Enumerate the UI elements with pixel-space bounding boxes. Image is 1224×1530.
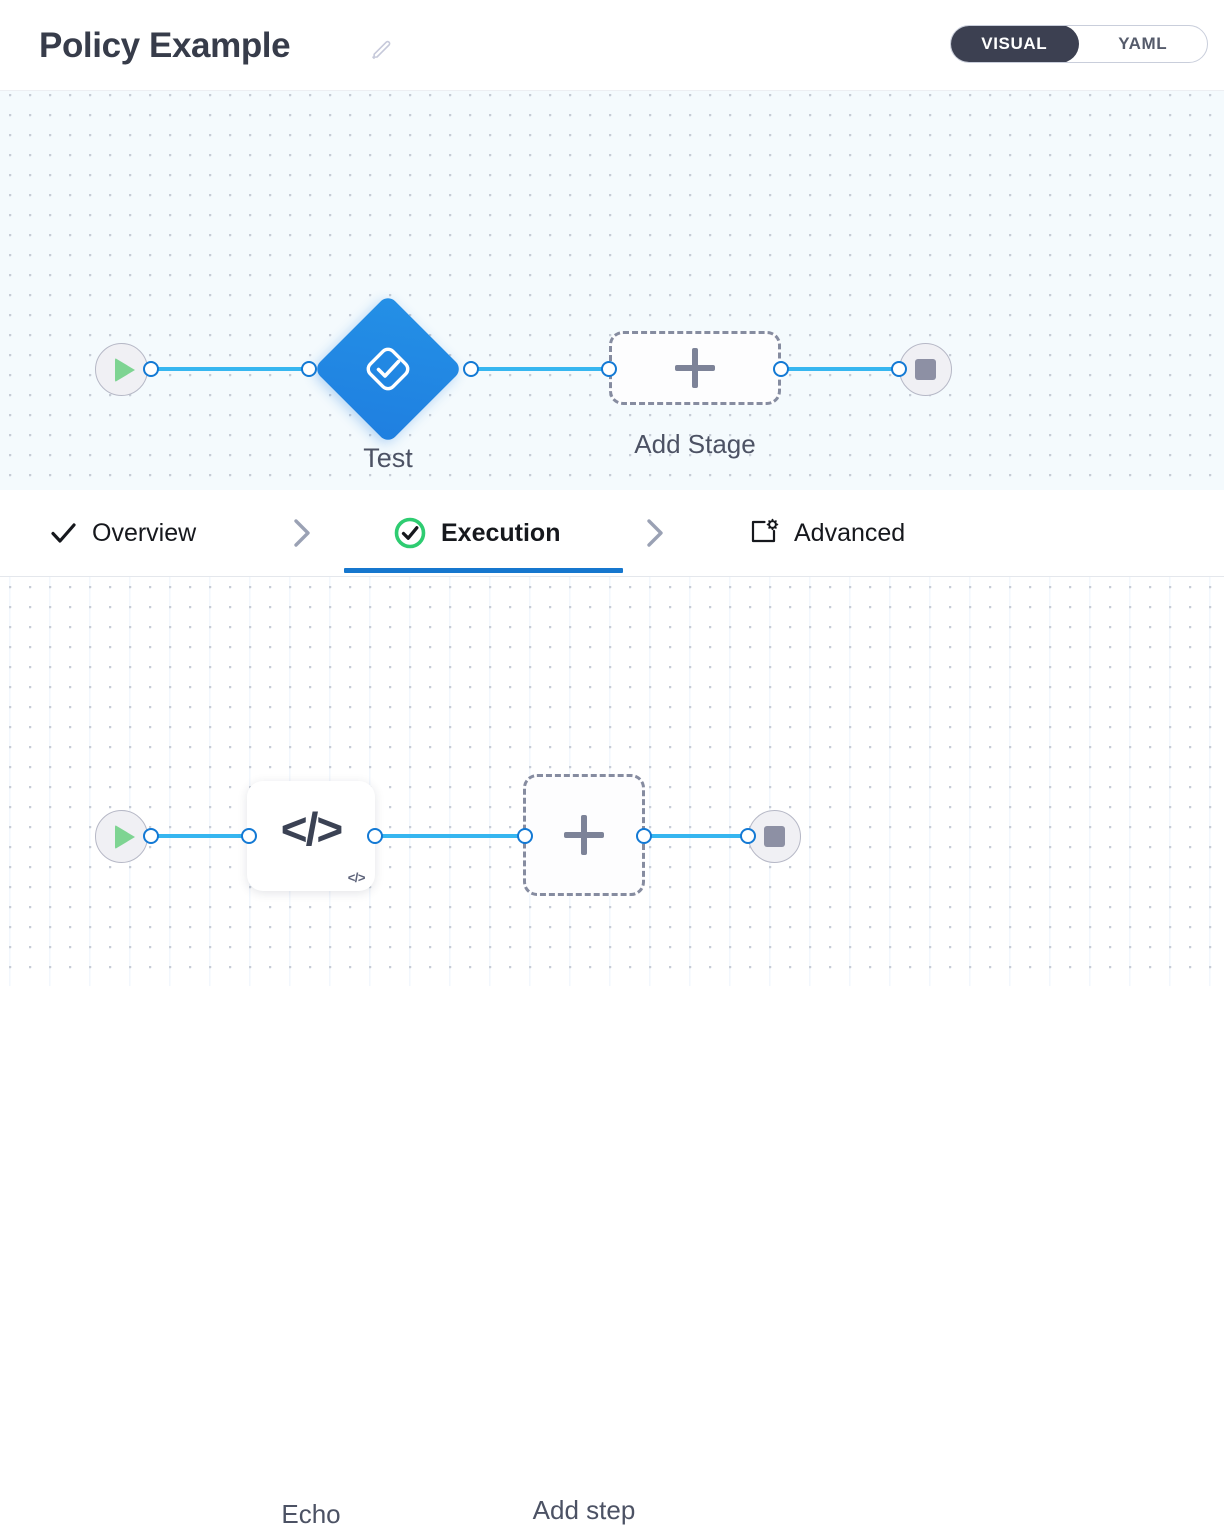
check-circle-icon — [393, 516, 427, 550]
handle-echo-in[interactable] — [241, 828, 257, 844]
stage-config-tabbar: Overview Execution Advanced — [0, 490, 1224, 576]
step-node-label-echo: Echo — [281, 1499, 341, 1529]
tab-separator-2 — [643, 490, 669, 576]
stop-icon — [915, 359, 936, 380]
pipeline-start-node[interactable] — [95, 343, 148, 396]
stage-diamond-shape — [313, 294, 463, 444]
handle-addstage-in[interactable] — [601, 361, 617, 377]
tab-advanced-label: Advanced — [794, 518, 906, 547]
tab-execution[interactable]: Execution — [375, 490, 578, 576]
pipeline-end-node[interactable] — [899, 343, 952, 396]
page-header: Policy Example VISUAL YAML — [0, 0, 1224, 90]
tab-advanced[interactable]: Advanced — [730, 490, 923, 576]
tab-overview-label: Overview — [92, 518, 197, 547]
check-icon — [48, 518, 78, 548]
edge-start-to-test — [150, 367, 315, 371]
play-icon — [114, 824, 135, 849]
tab-execution-label: Execution — [441, 518, 561, 547]
code-badge-icon: </> — [347, 870, 366, 885]
tab-separator-1 — [290, 490, 316, 576]
handle-step-start-out[interactable] — [143, 828, 159, 844]
stop-icon — [764, 826, 785, 847]
handle-addstep-in[interactable] — [517, 828, 533, 844]
step-flow: </> </> Echo Add step — [0, 577, 1224, 1529]
play-icon — [114, 357, 135, 382]
step-node-echo[interactable]: </> </> — [247, 781, 375, 891]
handle-addstep-out[interactable] — [636, 828, 652, 844]
tab-active-underline — [344, 568, 623, 573]
handle-step-end-in[interactable] — [740, 828, 756, 844]
handle-test-out[interactable] — [463, 361, 479, 377]
execution-step-canvas[interactable]: </> </> Echo Add step — [0, 576, 1224, 1529]
step-start-node[interactable] — [95, 810, 148, 863]
page-title: Policy Example — [39, 26, 291, 65]
code-icon: </> — [280, 803, 343, 856]
box-gear-icon — [748, 517, 780, 549]
handle-end-in[interactable] — [891, 361, 907, 377]
edge-addstep-to-end — [640, 834, 755, 838]
mode-toggle-visual[interactable]: VISUAL — [951, 26, 1079, 62]
stage-flow: Test Add Stage — [0, 91, 1224, 490]
add-step-button[interactable] — [523, 774, 645, 896]
plus-icon — [564, 815, 604, 855]
plus-icon — [675, 348, 715, 388]
edge-echo-to-addstep — [373, 834, 531, 838]
handle-start-out[interactable] — [143, 361, 159, 377]
handle-echo-out[interactable] — [367, 828, 383, 844]
edge-start-to-echo — [150, 834, 255, 838]
add-step-label: Add step — [532, 1495, 636, 1525]
stage-node-label-test: Test — [363, 443, 413, 473]
handle-test-in[interactable] — [301, 361, 317, 377]
stage-node-test[interactable] — [313, 294, 463, 444]
mode-toggle-yaml[interactable]: YAML — [1079, 26, 1208, 62]
view-mode-toggle[interactable]: VISUAL YAML — [950, 25, 1208, 63]
add-stage-button[interactable] — [609, 331, 781, 405]
pencil-icon[interactable] — [369, 37, 395, 63]
add-stage-label: Add Stage — [634, 429, 756, 459]
handle-addstage-out[interactable] — [773, 361, 789, 377]
edge-test-to-addstage — [465, 367, 617, 371]
edge-addstage-to-end — [775, 367, 905, 371]
tab-overview[interactable]: Overview — [30, 490, 214, 576]
stage-pipeline-canvas[interactable]: Test Add Stage — [0, 90, 1224, 490]
